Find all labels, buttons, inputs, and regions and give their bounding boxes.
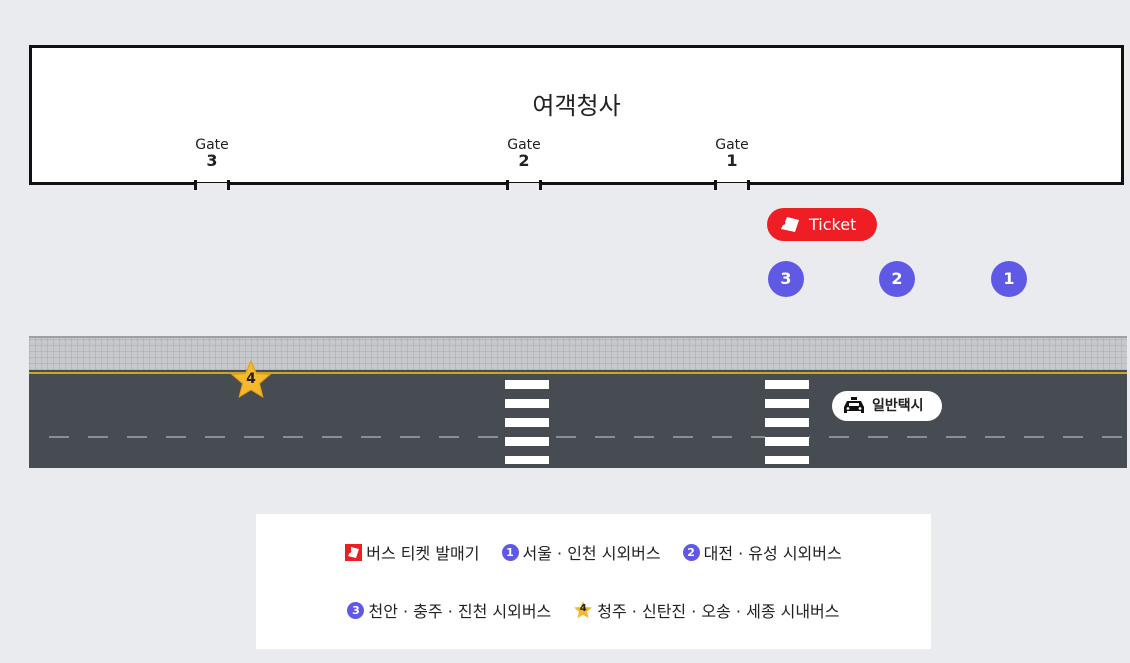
gate-2-label: Gate 2 bbox=[494, 137, 554, 169]
bus-stop-1[interactable]: 1 bbox=[991, 261, 1027, 297]
star-icon bbox=[230, 359, 272, 399]
gate-3-opening bbox=[194, 180, 230, 191]
legend-row-1: 버스 티켓 발매기 1 서울 · 인천 시외버스 2 대전 · 유성 시외버스 bbox=[256, 540, 931, 564]
gate-1-opening bbox=[714, 180, 750, 191]
stop-3-icon: 3 bbox=[347, 601, 365, 619]
ticket-icon bbox=[781, 217, 799, 232]
gate-word: Gate bbox=[507, 137, 541, 153]
center-dashed-line bbox=[49, 436, 1127, 438]
gate-1-label: Gate 1 bbox=[702, 137, 762, 169]
passenger-terminal-building: 여객청사 bbox=[29, 45, 1124, 185]
yellow-lane-line bbox=[29, 372, 1127, 374]
star-icon: 4 bbox=[573, 600, 593, 620]
bus-stop-4-star[interactable]: 4 bbox=[230, 359, 272, 401]
legend-item-ticket: 버스 티켓 발매기 bbox=[345, 540, 480, 564]
crosswalk-left bbox=[505, 380, 549, 464]
gate-number: 3 bbox=[206, 151, 218, 170]
taxi-label: 일반택시 bbox=[872, 398, 924, 414]
legend-item-stop-1: 1 서울 · 인천 시외버스 bbox=[501, 540, 661, 564]
ticket-icon bbox=[345, 543, 363, 561]
gate-3-label: Gate 3 bbox=[182, 137, 242, 169]
legend-stop-3-label: 천안 · 충주 · 진천 시외버스 bbox=[368, 602, 552, 621]
legend-stop-4-label: 청주 · 신탄진 · 오송 · 세종 시내버스 bbox=[597, 602, 840, 621]
gate-word: Gate bbox=[195, 137, 229, 153]
legend-row-2: 3 천안 · 충주 · 진천 시외버스 4 청주 · 신탄진 · 오송 · 세종… bbox=[256, 598, 931, 622]
taxi-icon bbox=[844, 397, 864, 413]
terminal-title: 여객청사 bbox=[532, 92, 621, 120]
ticket-label: Ticket bbox=[809, 215, 857, 234]
stop-2-icon: 2 bbox=[682, 543, 700, 561]
stop-4-number: 4 bbox=[579, 603, 587, 614]
sidewalk bbox=[29, 336, 1127, 370]
legend: 버스 티켓 발매기 1 서울 · 인천 시외버스 2 대전 · 유성 시외버스 … bbox=[256, 514, 931, 649]
gate-2-opening bbox=[506, 180, 542, 191]
bus-stop-4-number: 4 bbox=[246, 371, 256, 387]
legend-stop-2-label: 대전 · 유성 시외버스 bbox=[703, 544, 842, 563]
gate-word: Gate bbox=[715, 137, 749, 153]
legend-item-stop-4: 4 청주 · 신탄진 · 오송 · 세종 시내버스 bbox=[573, 598, 840, 622]
taxi-stand-marker[interactable]: 일반택시 bbox=[832, 391, 942, 421]
ticket-machine-marker[interactable]: Ticket bbox=[767, 208, 877, 241]
legend-stop-1-label: 서울 · 인천 시외버스 bbox=[522, 544, 661, 563]
gate-number: 2 bbox=[518, 151, 530, 170]
legend-item-stop-3: 3 천안 · 충주 · 진천 시외버스 bbox=[347, 598, 551, 622]
road bbox=[29, 370, 1127, 468]
gate-number: 1 bbox=[726, 151, 738, 170]
stop-1-icon: 1 bbox=[501, 543, 519, 561]
bus-stop-2[interactable]: 2 bbox=[879, 261, 915, 297]
legend-ticket-label: 버스 티켓 발매기 bbox=[366, 544, 480, 563]
bus-stop-3[interactable]: 3 bbox=[768, 261, 804, 297]
crosswalk-right bbox=[765, 380, 809, 464]
legend-item-stop-2: 2 대전 · 유성 시외버스 bbox=[682, 540, 842, 564]
